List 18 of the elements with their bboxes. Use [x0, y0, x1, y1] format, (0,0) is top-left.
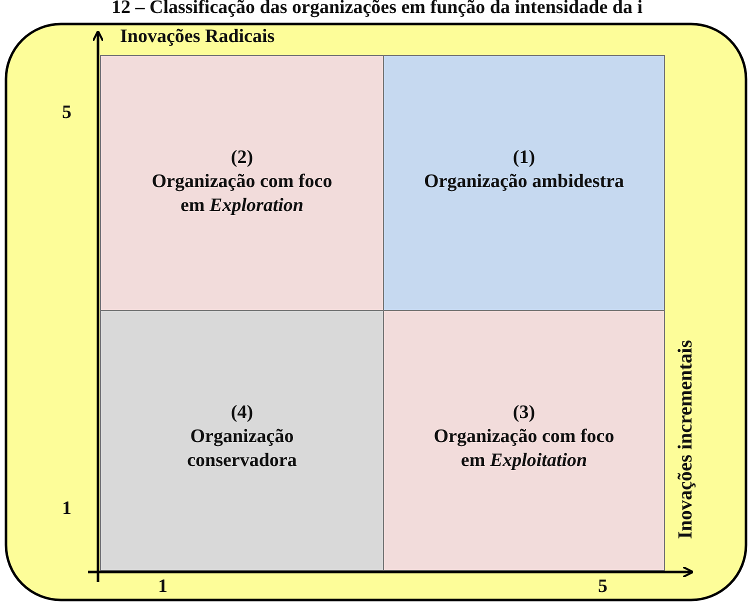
- axis-title: Inovações Radicais: [120, 26, 275, 48]
- tick-label: 1: [158, 576, 168, 598]
- quadrant-number: (2): [230, 146, 254, 170]
- quadrant-label: Organização com foco em Exploitation: [432, 425, 616, 473]
- quadrant-number: (4): [230, 401, 254, 425]
- quadrant-cell: [383, 310, 665, 571]
- quadrant-label: Organização ambidestra: [424, 170, 624, 194]
- tick-label: 5: [598, 576, 608, 598]
- quadrant-cell: [100, 310, 384, 571]
- quadrant-number: (1): [512, 146, 536, 170]
- tick-label: 1: [62, 498, 72, 520]
- quadrant-number: (3): [512, 401, 536, 425]
- quadrant-cell: [100, 55, 384, 311]
- quadrant-cell: [383, 55, 665, 311]
- tick-label: 5: [62, 102, 72, 124]
- quadrant-label: Organização com foco em Exploration: [150, 170, 334, 218]
- axis-title: Inovações incrementais: [674, 338, 698, 542]
- quadrant-label: Organização conservadora: [186, 425, 298, 473]
